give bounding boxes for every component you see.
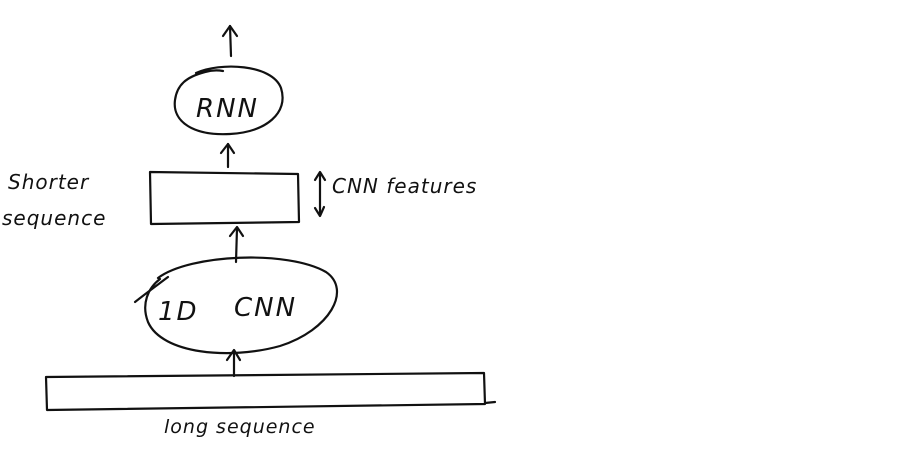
shorter-label: Shorter bbox=[8, 170, 90, 194]
cnn-features-label: CNN features bbox=[332, 174, 477, 198]
cnn-prefix-label: 1D bbox=[158, 297, 199, 327]
cnn-to-features-arrow bbox=[228, 225, 245, 264]
input-to-cnn-arrow bbox=[225, 348, 242, 378]
cnn-ellipse-tick bbox=[133, 275, 170, 304]
long-sequence-bar bbox=[44, 371, 497, 412]
features-to-rnn-arrow bbox=[219, 142, 236, 169]
cnn-ellipse bbox=[144, 256, 338, 355]
rnn-node: RNN bbox=[173, 65, 284, 136]
features-bracket bbox=[313, 170, 327, 218]
feature-box bbox=[148, 170, 301, 226]
rnn-label: RNN bbox=[196, 94, 259, 124]
cnn-label: CNN bbox=[234, 293, 297, 323]
cnn-node: 1D CNN bbox=[133, 256, 338, 355]
sequence-label: sequence bbox=[2, 206, 106, 230]
long-sequence-label: long sequence bbox=[164, 416, 316, 438]
output-arrow bbox=[221, 24, 239, 58]
rnn-ellipse bbox=[173, 65, 284, 136]
